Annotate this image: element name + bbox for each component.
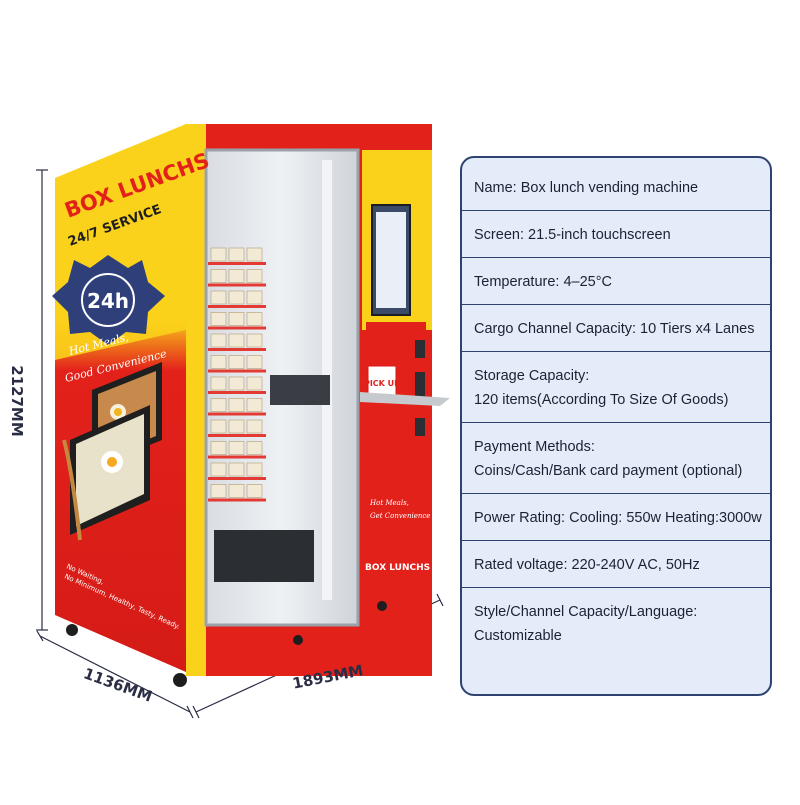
spec-cargo: Cargo Channel Capacity: 10 Tiers x4 Lane…: [474, 317, 760, 341]
pickup-door: [367, 365, 397, 397]
lunch-box: [210, 247, 227, 262]
lunch-box: [228, 269, 245, 283]
card-reader: [415, 372, 425, 398]
shelf-rail: [208, 283, 266, 287]
spec-cargo-text: Cargo Channel Capacity: 10 Tiers x4 Lane…: [474, 321, 755, 337]
spec-divider: [462, 493, 770, 494]
spec-temperature: Temperature: 4–25°C: [474, 270, 760, 294]
spec-power: Power Rating: Cooling: 550w Heating:3000…: [474, 506, 762, 530]
lunch-box: [228, 290, 245, 305]
coin-slot: [415, 340, 425, 358]
spec-name: Name: Box lunch vending machine: [474, 176, 760, 200]
spec-divider: [462, 587, 770, 588]
lunch-box: [246, 247, 263, 262]
spec-payment: Payment Methods: Coins/Cash/Bank card pa…: [474, 435, 760, 483]
bill-acceptor: [415, 418, 425, 436]
lunch-box: [228, 355, 245, 369]
lunch-box: [210, 333, 227, 348]
lunch-box: [210, 355, 227, 369]
spec-divider: [462, 351, 770, 352]
height-dimension-label: 2127MM: [8, 365, 26, 437]
spec-style-title: Style/Channel Capacity/Language:: [474, 604, 698, 620]
lunch-box: [246, 290, 263, 305]
lunch-box: [246, 462, 263, 477]
shelf-rail: [208, 455, 266, 459]
shelf-rail: [208, 477, 266, 480]
spec-divider: [462, 540, 770, 541]
specification-panel: Name: Box lunch vending machine Screen: …: [460, 156, 772, 696]
shelf-rail: [208, 369, 266, 373]
lunch-box: [228, 419, 245, 434]
door-tagline-1: Hot Meals,: [369, 499, 409, 507]
spec-divider: [462, 304, 770, 305]
pickup-tray: [360, 392, 450, 406]
spec-payment-value: Coins/Cash/Bank card payment (optional): [474, 463, 743, 479]
spec-divider: [462, 257, 770, 258]
meal-tray-image: [62, 362, 162, 541]
pickup-lift: [270, 375, 330, 405]
lunch-box: [210, 441, 227, 455]
lunch-box: [246, 333, 263, 348]
shelf-rail: [208, 391, 266, 394]
spec-style-value: Customizable: [474, 628, 562, 644]
spec-voltage: Rated voltage: 220-240V AC, 50Hz: [474, 553, 760, 577]
shelf-rail: [208, 262, 266, 265]
lunch-box: [228, 462, 245, 477]
lunch-box: [228, 333, 245, 348]
spec-divider: [462, 210, 770, 211]
shelf-rail: [208, 412, 266, 416]
lunch-box: [210, 419, 227, 434]
pickup-label: PICK UP: [364, 379, 400, 388]
shelf-rail: [208, 326, 266, 330]
lunch-box: [228, 312, 245, 326]
spec-style: Style/Channel Capacity/Language: Customi…: [474, 600, 760, 648]
shelf-rail: [208, 434, 266, 437]
caster-wheels: [66, 601, 387, 687]
lunch-box: [210, 269, 227, 283]
lunch-box: [210, 376, 227, 391]
lunch-box: [210, 290, 227, 305]
lunch-box: [228, 398, 245, 412]
lunch-box: [228, 484, 245, 498]
depth-line: [39, 635, 191, 713]
lunch-box: [246, 484, 263, 498]
lunch-box: [210, 484, 227, 498]
lunch-box: [246, 419, 263, 434]
badge-text: 24h: [87, 289, 129, 313]
lunch-box: [228, 247, 245, 262]
door-brand: BOX LUNCHS: [365, 563, 430, 573]
lunch-box: [210, 312, 227, 326]
spec-temperature-text: Temperature: 4–25°C: [474, 274, 612, 290]
spec-payment-title: Payment Methods:: [474, 439, 595, 455]
badge-24h-icon: 24h: [52, 255, 165, 345]
lunch-box: [210, 462, 227, 477]
spec-screen: Screen: 21.5-inch touchscreen: [474, 223, 760, 247]
spec-divider: [462, 422, 770, 423]
lunch-box: [210, 398, 227, 412]
lunch-box: [246, 269, 263, 283]
food-shelves: [208, 247, 266, 502]
lunch-box: [228, 441, 245, 455]
door-tagline-2: Get Convenience: [370, 512, 430, 520]
spec-storage: Storage Capacity: 120 items(According To…: [474, 364, 760, 412]
spec-screen-text: Screen: 21.5-inch touchscreen: [474, 227, 671, 243]
lunch-box: [246, 355, 263, 369]
shelf-rail: [208, 305, 266, 308]
lunch-box: [246, 441, 263, 455]
spec-power-text: Power Rating: Cooling: 550w Heating:3000…: [474, 510, 762, 526]
spec-name-text: Name: Box lunch vending machine: [474, 180, 699, 196]
shelf-rail: [208, 348, 266, 351]
spec-voltage-text: Rated voltage: 220-240V AC, 50Hz: [474, 557, 700, 573]
lunch-box: [246, 312, 263, 326]
shelf-rail: [208, 498, 266, 502]
spec-storage-title: Storage Capacity:: [474, 368, 590, 384]
lunch-box: [246, 376, 263, 391]
lunch-box: [246, 398, 263, 412]
lunch-box: [228, 376, 245, 391]
spec-storage-value: 120 items(According To Size Of Goods): [474, 392, 729, 408]
